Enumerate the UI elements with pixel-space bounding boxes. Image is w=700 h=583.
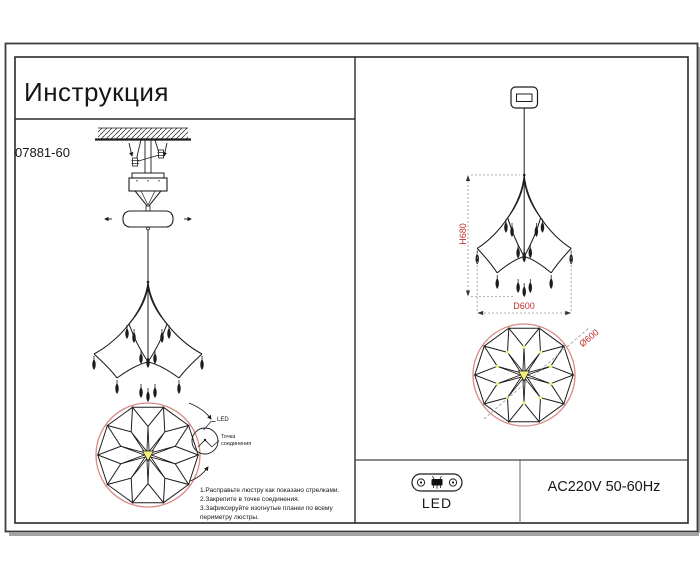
canopy-right [510,86,539,176]
instruction-line: 1.Расправьте люстру как показано стрелка… [200,487,340,494]
connection-point-line: соединения [221,440,252,447]
rotation-arrows [188,402,212,482]
page-title: Инструкция [24,77,169,107]
instruction-line: 3.Зафиксируйте изогнутые планки по всему [200,505,333,512]
led-callout-label: LED [217,417,229,423]
chandelier-side-view-left [92,280,204,402]
instruction-line: периметру люстры. [200,514,259,521]
wiring-detail [128,139,168,175]
led-certification-icon [411,473,463,492]
model-number: 07881-60 [15,145,70,160]
height-dimension-label: H680 [458,223,468,245]
connection-detail-balloon [191,421,220,455]
diameter-dimension-label: D600 [513,301,535,311]
ceiling-hatch [95,127,191,141]
mount-assembly [128,172,168,212]
canopy [104,210,192,282]
dimension-lines [465,174,572,316]
chandelier-side-view-right [475,173,573,298]
connection-point-line: Точка [221,434,236,440]
led-type-label: LED [421,495,453,511]
assembly-instructions: 1.Расправьте люстру как показано стрелка… [200,486,339,522]
sheet-frame [4,42,700,536]
top-view-right [472,323,576,427]
top-view-left [95,402,201,508]
instruction-line: 2.Закрепите в точке соединения. [200,496,300,503]
power-spec-label: AC220V 50-60Hz [547,479,661,495]
diagonal-dimension [483,326,591,420]
connection-point-label: Точка соединения [221,434,251,447]
